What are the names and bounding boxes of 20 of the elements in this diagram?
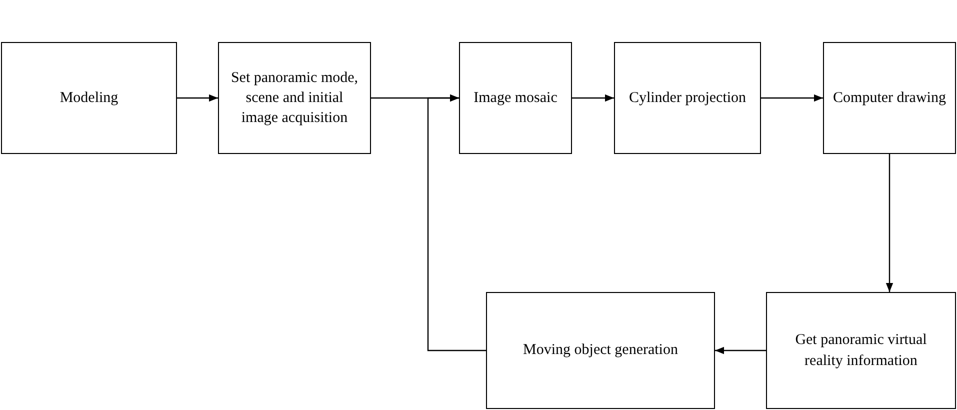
box-label: Computer drawing — [833, 88, 946, 108]
arrow — [427, 94, 486, 352]
box-label: Get panoramic virtual reality information — [794, 331, 928, 370]
box-label: Image mosaic — [474, 88, 558, 108]
arrow — [715, 346, 766, 354]
process-box — [218, 42, 371, 154]
process-box — [823, 42, 956, 154]
arrow — [761, 94, 823, 102]
arrow — [886, 154, 894, 292]
process-box — [766, 292, 956, 409]
box-label: Cylinder projection — [628, 88, 746, 108]
box-label: Set panoramic mode, scene and initial image acquisition — [230, 68, 360, 128]
process-box — [614, 42, 761, 154]
process-box — [1, 42, 177, 154]
box-label: Modeling — [60, 88, 118, 108]
process-box — [459, 42, 572, 154]
box-label: Moving object generation — [523, 341, 678, 360]
arrow — [177, 94, 218, 102]
arrow — [572, 94, 614, 102]
process-box — [486, 292, 715, 409]
